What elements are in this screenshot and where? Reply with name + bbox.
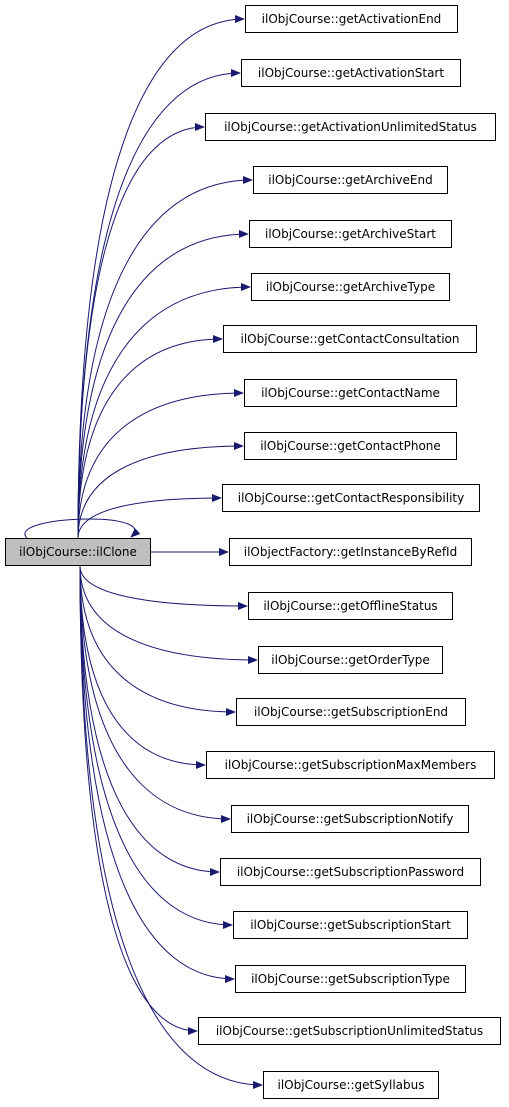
callee-label: ilObjCourse::getOfflineStatus	[263, 599, 438, 613]
call-edge	[77, 442, 244, 539]
call-edge	[79, 565, 198, 1035]
callee-label: ilObjCourse::getSubscriptionPassword	[236, 865, 465, 879]
callee-label: ilObjCourse::getSubscriptionUnlimitedSta…	[215, 1024, 484, 1038]
callee-node[interactable]: ilObjCourse::getSubscriptionStart	[233, 911, 468, 939]
callee-label: ilObjCourse::getOrderType	[271, 653, 430, 667]
call-edge	[77, 283, 251, 539]
call-edge	[79, 565, 236, 716]
call-edge	[77, 389, 244, 539]
call-edge	[79, 565, 206, 769]
callee-label: ilObjCourse::getActivationStart	[257, 66, 445, 80]
call-edge	[77, 15, 245, 539]
callee-node[interactable]: ilObjCourse::getContactName	[244, 379, 457, 407]
call-edge	[79, 565, 258, 664]
callee-label: ilObjCourse::getSyllabus	[277, 1078, 425, 1092]
callee-node[interactable]: ilObjCourse::getArchiveEnd	[253, 166, 448, 194]
callee-node[interactable]: ilObjCourse::getActivationEnd	[245, 5, 458, 33]
callee-node[interactable]: ilObjCourse::getContactPhone	[244, 432, 457, 460]
callee-label: ilObjCourse::getContactPhone	[260, 439, 441, 453]
call-edge	[77, 69, 241, 539]
root-function-node: ilObjCourse::ilClone	[5, 538, 151, 566]
call-edge	[79, 565, 231, 823]
callee-label: ilObjCourse::getSubscriptionStart	[250, 918, 451, 932]
callee-node[interactable]: ilObjCourse::getOfflineStatus	[248, 592, 453, 620]
callee-node[interactable]: ilObjCourse::getArchiveType	[251, 273, 450, 301]
callee-label: ilObjCourse::getArchiveStart	[265, 227, 436, 241]
call-edge	[77, 123, 205, 539]
callee-node[interactable]: ilObjCourse::getSubscriptionUnlimitedSta…	[198, 1017, 501, 1045]
call-edge	[79, 565, 220, 876]
callee-label: ilObjCourse::getContactResponsibility	[237, 491, 465, 505]
callee-label: ilObjCourse::getActivationEnd	[261, 12, 442, 26]
call-edge	[77, 230, 249, 539]
call-edge	[79, 565, 235, 983]
callee-label: ilObjCourse::getArchiveType	[265, 280, 436, 294]
callee-label: ilObjectFactory::getInstanceByRefId	[243, 545, 458, 559]
call-edge	[77, 335, 223, 539]
callee-node[interactable]: ilObjCourse::getSubscriptionPassword	[220, 858, 481, 886]
callee-node[interactable]: ilObjCourse::getArchiveStart	[249, 220, 452, 248]
callee-label: ilObjCourse::getSubscriptionMaxMembers	[224, 758, 477, 772]
callee-label: ilObjCourse::getSubscriptionType	[251, 972, 450, 986]
callee-node[interactable]: ilObjCourse::getActivationStart	[241, 59, 461, 87]
call-edge	[79, 565, 248, 610]
callee-node[interactable]: ilObjCourse::getSubscriptionType	[235, 965, 466, 993]
callee-node[interactable]: ilObjCourse::getSubscriptionMaxMembers	[206, 751, 495, 779]
call-edge	[77, 176, 253, 539]
callee-node[interactable]: ilObjCourse::getContactConsultation	[223, 325, 477, 353]
root-function-label: ilObjCourse::ilClone	[19, 545, 137, 559]
call-edge	[79, 565, 233, 929]
callee-label: ilObjCourse::getSubscriptionNotify	[246, 812, 454, 826]
callee-node[interactable]: ilObjCourse::getSubscriptionEnd	[236, 698, 466, 726]
call-edge	[79, 565, 263, 1089]
callee-label: ilObjCourse::getContactName	[261, 386, 440, 400]
callee-label: ilObjCourse::getActivationUnlimitedStatu…	[224, 120, 477, 134]
callee-node[interactable]: ilObjCourse::getSyllabus	[263, 1071, 439, 1099]
callee-node[interactable]: ilObjectFactory::getInstanceByRefId	[229, 538, 472, 566]
callee-node[interactable]: ilObjCourse::getSubscriptionNotify	[231, 805, 469, 833]
callee-node[interactable]: ilObjCourse::getOrderType	[258, 646, 443, 674]
callee-label: ilObjCourse::getArchiveEnd	[268, 173, 433, 187]
callee-node[interactable]: ilObjCourse::getActivationUnlimitedStatu…	[205, 113, 496, 141]
callee-label: ilObjCourse::getContactConsultation	[240, 332, 460, 346]
callee-label: ilObjCourse::getSubscriptionEnd	[253, 705, 449, 719]
self-call-edge	[24, 518, 141, 539]
callee-node[interactable]: ilObjCourse::getContactResponsibility	[222, 484, 480, 512]
call-edge	[77, 494, 222, 539]
